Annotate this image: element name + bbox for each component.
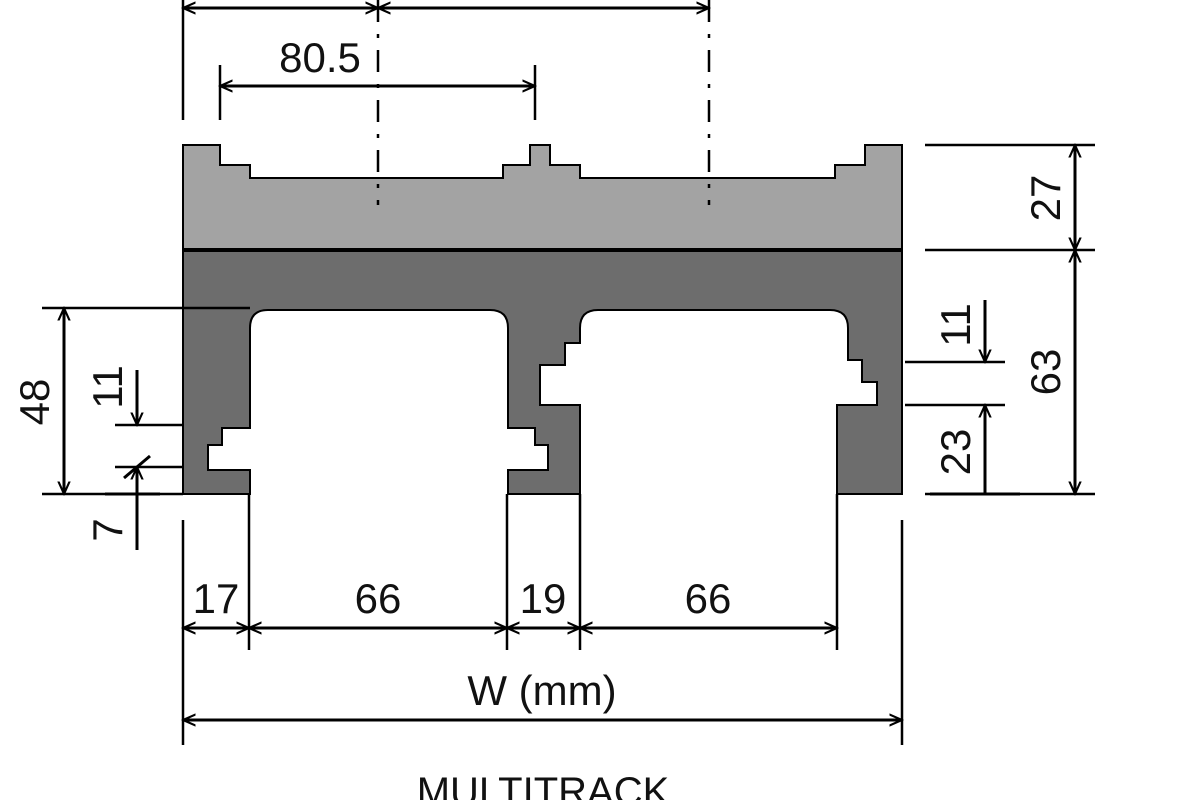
left-groove-label: 11 [84, 365, 131, 409]
diagram-caption: MULTITRACK [417, 770, 670, 800]
top-plate-profile [182, 144, 903, 251]
inner-depth-label: 48 [11, 379, 58, 426]
center-web-label: 19 [520, 575, 567, 622]
right-groove-label: 11 [932, 303, 979, 347]
center-pitch-label: 80.5 [279, 34, 361, 81]
outer-wall-label: 17 [193, 575, 240, 622]
top-height-label: 27 [1022, 175, 1069, 222]
base-body-profile [182, 249, 903, 495]
slot-2-label: 66 [685, 575, 732, 622]
slot-1-label: 66 [355, 575, 402, 622]
right-offset-label: 23 [932, 429, 979, 476]
base-height-label: 63 [1022, 349, 1069, 396]
left-offset-label: 7 [84, 518, 131, 541]
overall-width-label: W (mm) [467, 667, 616, 714]
